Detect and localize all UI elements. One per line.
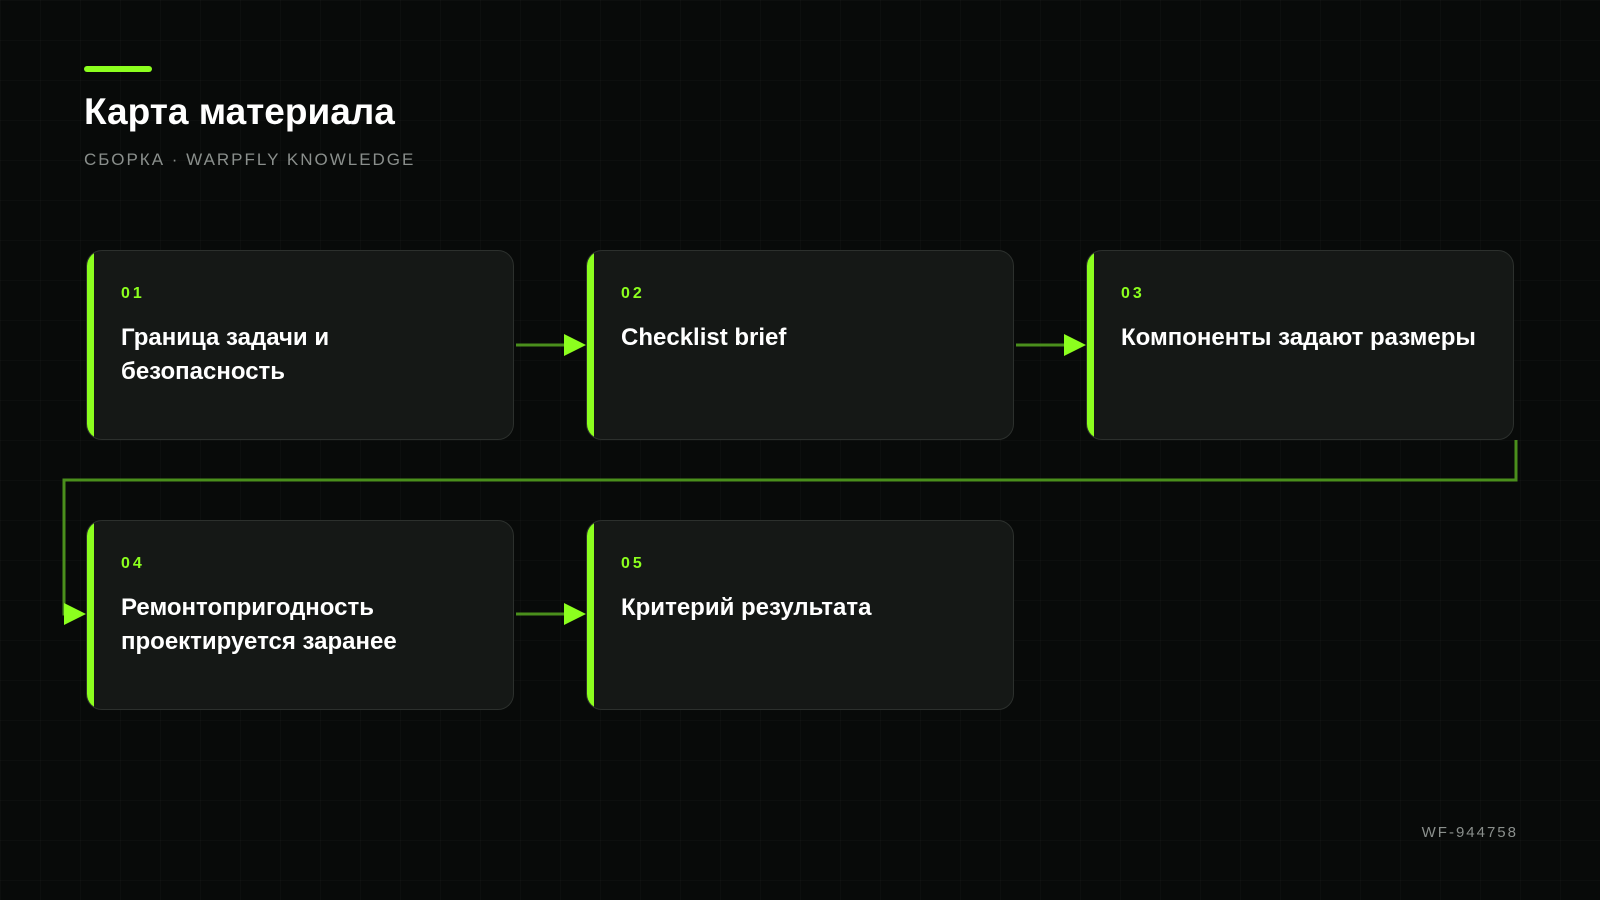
step-number: 03 (1121, 285, 1145, 302)
page-subtitle: СБОРКА · WARPFLY KNOWLEDGE (84, 150, 416, 169)
step-number: 02 (621, 285, 645, 302)
card-accent-edge (1087, 251, 1094, 439)
card-accent-edge (87, 521, 94, 709)
card-accent-edge (587, 521, 594, 709)
arrowhead-4-5 (564, 603, 586, 625)
step-number: 04 (121, 555, 145, 572)
step-title: Checklist brief (621, 324, 787, 351)
step-card-05: 05 Критерий результата (586, 520, 1014, 710)
arrowhead-2-3 (1064, 334, 1086, 356)
step-card-03: 03 Компоненты задают размеры (1086, 250, 1514, 440)
step-title: Компоненты задают размеры (1121, 324, 1476, 351)
page-title: Карта материала (84, 91, 395, 132)
step-card-04: 04 Ремонтопригодность проектируется зара… (86, 520, 514, 710)
step-title: Критерий результата (621, 594, 872, 621)
step-number: 01 (121, 285, 145, 302)
step-title: Ремонтопригодность проектируется заранее (121, 594, 397, 655)
step-title: Граница задачи и безопасность (121, 324, 330, 385)
step-card-02: 02 Checklist brief (586, 250, 1014, 440)
arrowhead-1-2 (564, 334, 586, 356)
step-number: 05 (621, 555, 645, 572)
card-accent-edge (87, 251, 94, 439)
document-id: WF-944758 (1421, 824, 1518, 841)
card-accent-edge (587, 251, 594, 439)
title-accent-bar (84, 66, 152, 72)
arrowhead-3-4 (64, 603, 86, 625)
step-card-01: 01 Граница задачи и безопасность (86, 250, 514, 440)
